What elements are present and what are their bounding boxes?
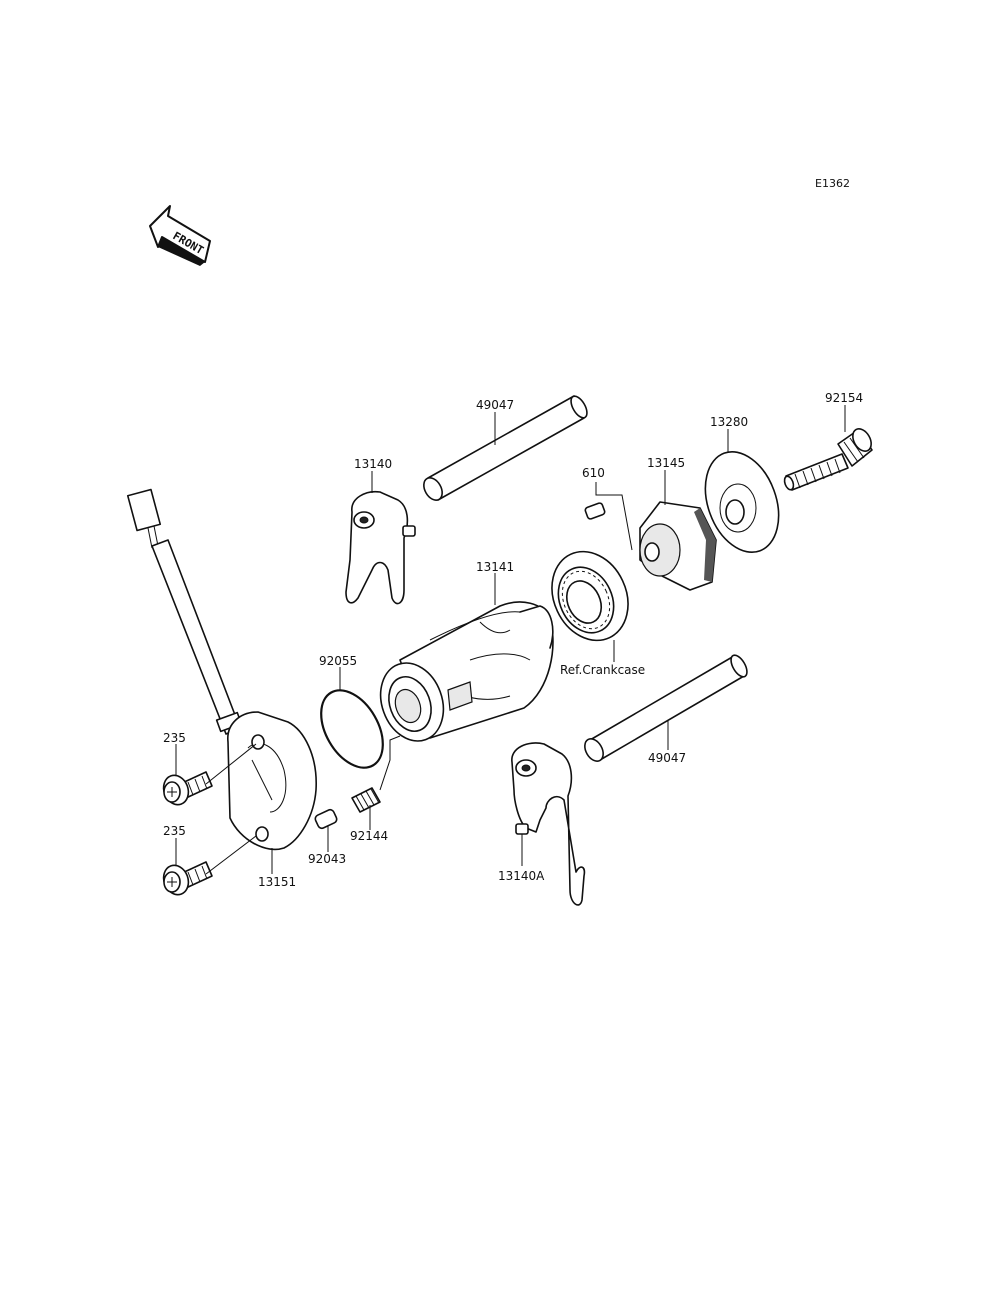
callout-92043: 92043 <box>308 852 346 866</box>
callout-49047-lower: 49047 <box>648 751 686 765</box>
neutral-switch-13151 <box>126 488 317 851</box>
shift-rod-lower <box>584 654 748 762</box>
bearing <box>551 550 629 642</box>
callout-13280: 13280 <box>710 415 748 429</box>
shift-fork-13140A <box>511 742 586 906</box>
o-ring-92055 <box>320 689 384 769</box>
bolt-92154 <box>783 428 873 491</box>
bolt-235-lower <box>162 861 213 896</box>
bolt-235-upper <box>162 771 213 806</box>
pin-92043 <box>314 808 338 830</box>
callout-92154: 92154 <box>825 391 863 405</box>
callout-92055: 92055 <box>319 654 357 668</box>
front-arrow-icon: FRONT <box>149 205 211 266</box>
shift-drum-cam-13145 <box>639 501 717 591</box>
ref-crankcase-label: Ref.Crankcase <box>560 663 645 677</box>
dowel-pin-610 <box>584 502 606 520</box>
callout-13151: 13151 <box>258 875 296 889</box>
callout-13141: 13141 <box>476 560 514 574</box>
callout-235-upper: 235 <box>163 731 186 745</box>
callout-13145: 13145 <box>647 456 685 470</box>
spring-92144 <box>351 787 381 813</box>
shift-drum-13141 <box>379 601 554 742</box>
shift-fork-13140 <box>345 490 416 605</box>
callout-92144: 92144 <box>350 829 388 843</box>
washer-plate-13280 <box>704 450 780 554</box>
callout-49047-upper: 49047 <box>476 398 514 412</box>
callout-13140: 13140 <box>354 457 392 471</box>
callout-610: 610 <box>582 466 605 480</box>
shift-rod-upper <box>423 395 588 501</box>
diagram-code: E1362 <box>815 177 850 190</box>
callout-13140A: 13140A <box>498 869 545 883</box>
callout-235-lower: 235 <box>163 824 186 838</box>
